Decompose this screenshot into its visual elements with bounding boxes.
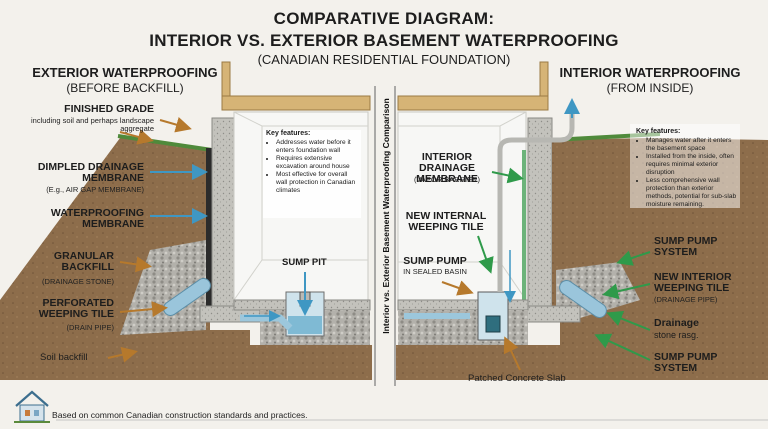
label-interior-drainage-membrane: INTERIOR DRAINAGE MEMBRANE [416,151,478,186]
label-granular-backfill-sub: (DRAINAGE STONE) [42,277,114,286]
dimpled-drainage-membrane [206,148,212,308]
label-soil-backfill: Soil backfill [40,352,88,363]
label-perforated-weeping-tile-sub: (DRAIN PIPE) [66,323,114,332]
interior-drainage-membrane [522,150,526,300]
exterior-foundation-wall [211,117,235,309]
interior-heading: INTERIOR WATERPROOFING [559,65,741,80]
interior-feature-1: Manages water after it enters the baseme… [646,137,742,153]
vertical-comparison-label: Interior vs. Exterior Basement Waterproo… [381,98,391,334]
label-drainage: Drainage [654,317,699,329]
label-sump-pump-system: SUMP PUMP SYSTEM [654,235,718,259]
interior-feature-2: Installed from the inside, often require… [646,153,742,177]
label-waterproofing-membrane: WATERPROOFING MEMBRANE [50,207,144,231]
diagram-title-line3: (CANADIAN RESIDENTIAL FOUNDATION) [257,52,511,67]
label-new-internal-weeping-tile: NEW INTERNAL WEEPING TILE [405,210,487,234]
label-sump-pit: SUMP PIT [282,257,327,268]
label-patched-concrete-slab: Patched Concrete Slab [468,373,566,384]
interior-feature-3: Less comprehensive wall protection than … [646,177,742,209]
exterior-feature-2: Requires extensive excavation around hou… [276,155,360,171]
exterior-features-box [263,130,361,218]
exterior-sill-plate [221,95,371,111]
exterior-feature-1: Addresses water before it enters foundat… [276,139,360,155]
interior-subheading: (FROM INSIDE) [606,81,694,95]
exterior-key-features: Key features: Addresses water before it … [266,130,360,195]
exterior-subheading: (BEFORE BACKFILL) [66,81,184,95]
house-icon [14,390,50,423]
granular-backfill [120,240,206,335]
label-sump-pump: SUMP PUMP [403,255,467,267]
diagram-title-line2: INTERIOR VS. EXTERIOR BASEMENT WATERPROO… [149,31,619,50]
interior-features-title: Key features: [636,128,681,135]
label-finished-grade: FINISHED GRADE [64,103,154,115]
label-drainage-sub: stone rasg. [654,330,699,340]
label-perforated-weeping-tile: PERFORATED WEEPING TILE [38,297,114,321]
exterior-grass [117,134,213,152]
exterior-features-title: Key features: [266,130,311,137]
interior-key-features: Key features: Manages water after it ent… [636,128,742,209]
sump-discharge-pipe [497,110,575,292]
interior-footing [519,305,581,323]
footer-note: Based on common Canadian construction st… [52,410,308,420]
exterior-heading: EXTERIOR WATERPROOFING [32,65,218,80]
center-divider [374,86,396,386]
label-new-interior-weeping-tile-sub: (DRAINAGE PIPE) [654,295,718,304]
label-interior-drainage-membrane-sub: (VAPOR BARRIER) [413,175,481,184]
label-new-interior-weeping-tile: NEW INTERIOR WEEPING TILE [654,271,732,295]
new-interior-weeping-tile [559,280,607,318]
label-sump-pump-system-2: SUMP PUMP SYSTEM [654,351,718,375]
interior-sill-plate [397,95,549,111]
label-dimpled-drainage-membrane-sub: (E.g., AIR GAP MEMBRANE) [46,185,144,194]
exterior-feature-3: Most effective for overall wall protecti… [276,171,360,195]
interior-features-box [630,124,740,208]
label-finished-grade-sub: including soil and perhaps landscape agg… [30,116,154,133]
label-dimpled-drainage-membrane: DIMPLED DRAINAGE MEMBRANE [37,161,144,185]
interior-foundation-wall [527,117,553,309]
label-sump-pump-sub: IN SEALED BASIN [403,267,467,276]
diagram-title-line1: COMPARATIVE DIAGRAM: [273,9,495,28]
label-granular-backfill: GRANULAR BACKFILL [53,250,114,274]
